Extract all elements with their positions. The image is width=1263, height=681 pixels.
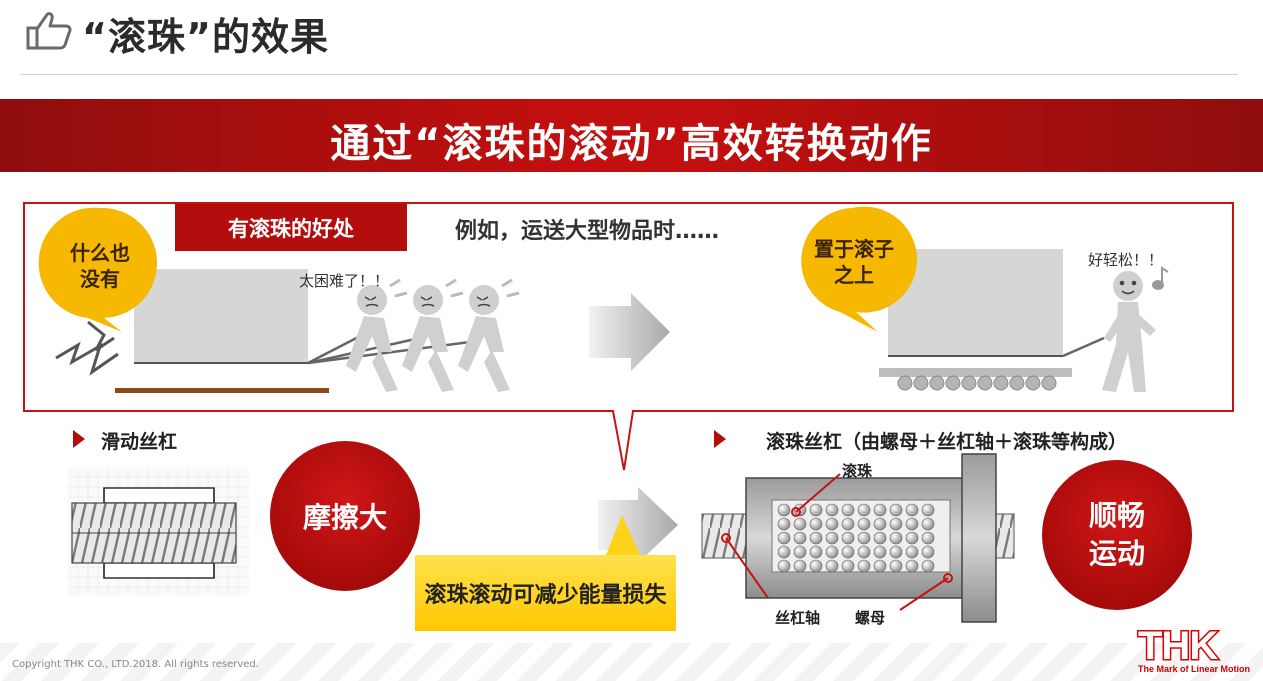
triangle-bullet-icon [73,430,85,448]
copyright: Copyright THK CO., LTD.2018. All rights … [12,659,259,670]
smooth-circle-line-1: 顺畅 [1088,499,1145,532]
friction-circle-text: 摩擦大 [302,501,387,534]
smooth-circle-line-2: 运动 [1088,537,1145,570]
right-bubble-line-2: 之上 [834,263,874,287]
header-divider [20,74,1238,75]
label-ball: 滚珠 [842,462,873,480]
ball-screw-heading: 滚珠丝杠（由螺母＋丝杠轴＋滚珠等构成） [766,431,1128,453]
page-title: “滚珠”的效果 [82,15,329,59]
heavy-box-left [134,269,308,363]
thk-logo-mark: THK [1136,624,1219,668]
scenario-text: 例如，运送大型物品时…… [455,219,720,244]
right-bubble-text: 置于滚子 之上 [806,236,902,288]
floor-left [115,388,329,393]
sliding-screw-drawing [68,467,249,595]
happy-person [1102,271,1156,392]
right-speech: 好轻松！！ [1088,251,1164,269]
energy-loss-callout: 滚珠滚动可减少能量损失 [415,555,676,631]
ball-screw-drawing [701,453,1015,623]
panel-frame [23,202,1234,471]
label-shaft: 丝杠轴 [775,609,821,627]
thumbs-up-icon [24,10,72,54]
thk-logo: THK The Mark of Linear Motion [1136,624,1251,675]
arrow-top-icon [589,293,670,371]
footer [0,643,1263,681]
right-bubble-line-1: 置于滚子 [814,237,894,261]
music-note-icon [1152,266,1169,290]
rollers [897,375,1057,391]
banner: 通过“滚珠的滚动”高效转换动作 [0,99,1263,172]
right-bubble [801,206,918,332]
left-bubble-line-1: 什么也 [70,241,130,265]
banner-text: 通过“滚珠的滚动”高效转换动作 [330,121,933,167]
smooth-circle: 顺畅 运动 [1042,460,1192,610]
shock-icon [55,341,119,376]
left-bubble [38,207,158,332]
sliding-screw-heading: 滑动丝杠 [101,431,178,453]
ball-grid [777,503,935,573]
friction-circle: 摩擦大 [270,441,420,591]
left-bubble-text: 什么也 没有 [62,240,138,292]
left-bubble-line-2: 没有 [80,267,120,291]
benefit-tag: 有滚珠的好处 [175,204,407,251]
triangle-bullet-icon [714,430,726,448]
thk-logo-tagline: The Mark of Linear Motion [1138,664,1251,674]
heavy-box-right [888,249,1063,356]
label-nut: 螺母 [855,609,886,627]
left-speech: 太困难了！！ [299,272,390,290]
pulling-people [346,285,510,392]
